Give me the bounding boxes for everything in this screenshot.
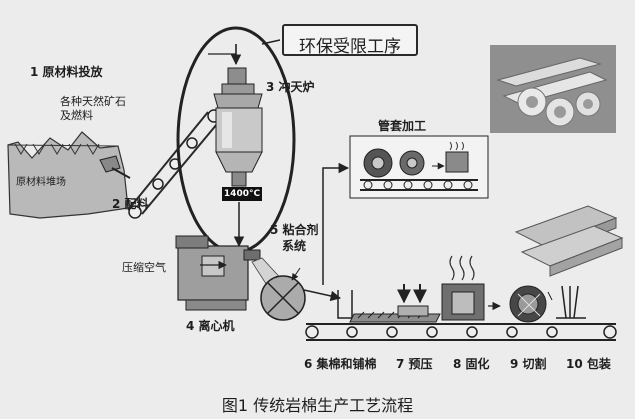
stockpile-label: 原材料堆场 — [16, 177, 66, 188]
cupola-furnace — [208, 44, 263, 187]
board-stack — [514, 205, 624, 277]
step-5-label: 5 粘合剂 — [270, 223, 319, 237]
step-1-sub1: 各种天然矿石 — [60, 95, 126, 108]
prepress-station — [397, 284, 429, 317]
restricted-process-title: 环保受限工序 — [299, 37, 401, 57]
pipe-section-photo — [490, 45, 616, 133]
loader-arm — [99, 155, 131, 179]
collecting-station — [337, 290, 441, 323]
step-4-label: 4 离心机 — [186, 319, 235, 333]
step-2-label: 2 配料 — [112, 197, 149, 211]
figure-caption: 图1 传统岩棉生产工艺流程 — [221, 396, 414, 415]
step-7-label: 7 预压 — [396, 357, 433, 371]
transfer-arrow — [303, 289, 342, 302]
restricted-process-box: 环保受限工序 — [282, 24, 418, 57]
step-5-label-2: 系统 — [282, 239, 307, 253]
compressed-air-label: 压缩空气 — [122, 261, 166, 274]
cutting-saw — [509, 285, 553, 323]
step-1-label: 1 原材料投放 — [30, 65, 103, 79]
pipe-section-box — [349, 135, 489, 199]
branch-arrow — [322, 162, 350, 285]
step-3-label: 3 冲天炉 — [266, 80, 315, 94]
step-9-label: 9 切割 — [510, 357, 547, 371]
curing-oven — [441, 255, 501, 321]
step-8-label: 8 固化 — [453, 357, 490, 371]
binder-system — [260, 267, 306, 321]
step-6-label: 6 集棉和铺棉 — [304, 357, 377, 371]
main-conveyor — [305, 323, 617, 341]
step-10-label: 10 包装 — [566, 357, 611, 371]
centrifuge — [175, 235, 261, 311]
step-1-sub2: 及燃料 — [60, 109, 93, 122]
packaging-station — [556, 285, 586, 319]
pipe-processing-label: 管套加工 — [378, 119, 427, 133]
raw-material-stockpile — [7, 131, 129, 219]
incline-conveyor — [127, 109, 223, 219]
temperature-label: 1400°C — [222, 187, 262, 201]
